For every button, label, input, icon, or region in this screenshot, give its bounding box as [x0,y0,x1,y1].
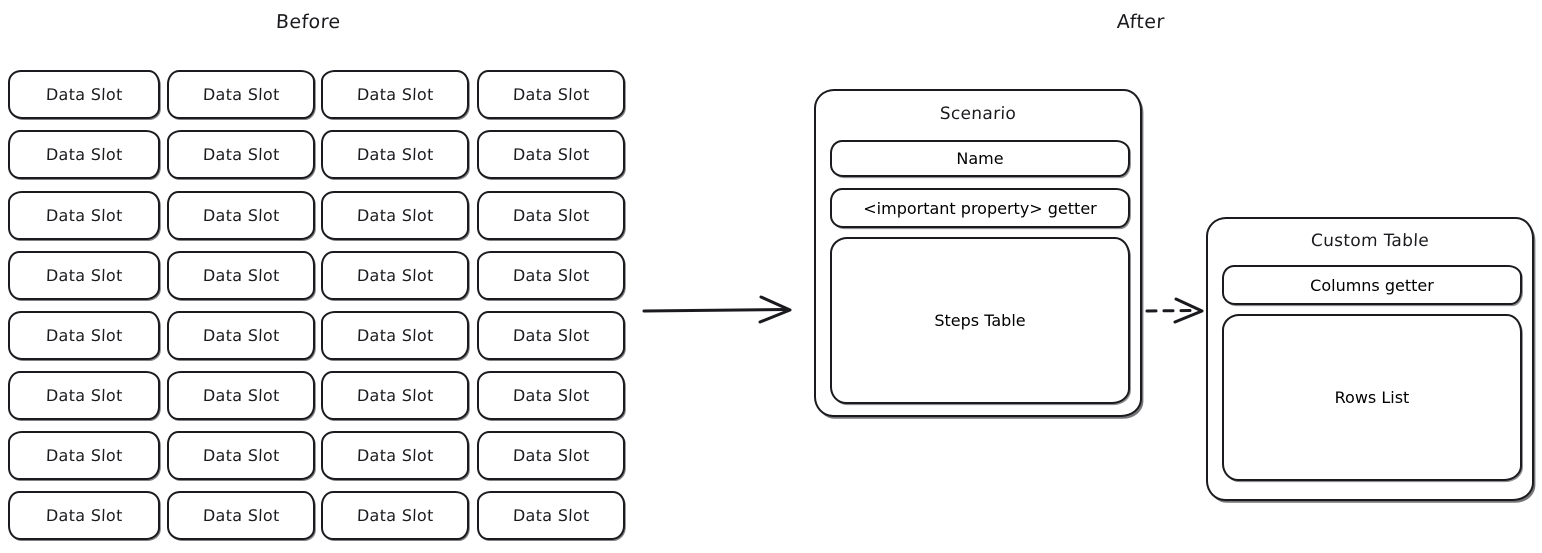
data-slot-cell[interactable]: Data Slot [167,130,315,179]
data-slot-cell[interactable]: Data Slot [321,191,469,240]
data-slot-cell-label: Data Slot [356,85,434,104]
data-slot-cell[interactable]: Data Slot [167,251,315,300]
data-slot-cell-label: Data Slot [45,206,123,225]
data-slot-cell-label: Data Slot [356,506,434,525]
data-slot-cell[interactable]: Data Slot [477,371,625,420]
data-slot-cell-label: Data Slot [356,326,434,345]
data-slot-cell[interactable]: Data Slot [8,431,160,480]
data-slot-cell[interactable]: Data Slot [477,431,625,480]
data-slot-cell-label: Data Slot [45,386,123,405]
data-slot-cell-label: Data Slot [202,145,280,164]
data-slot-cell-label: Data Slot [512,326,590,345]
data-slot-cell[interactable]: Data Slot [321,70,469,119]
data-slot-cell-label: Data Slot [512,145,590,164]
data-slot-cell[interactable]: Data Slot [167,191,315,240]
data-slot-cell[interactable]: Data Slot [8,191,160,240]
data-slot-cell[interactable]: Data Slot [167,431,315,480]
custom-table-field-rows-list[interactable]: Rows List [1222,314,1522,481]
data-slot-cell-label: Data Slot [45,145,123,164]
scenario-card-title: Scenario [939,104,1017,124]
data-slot-cell[interactable]: Data Slot [477,191,625,240]
data-slot-cell[interactable]: Data Slot [321,130,469,179]
data-slot-cell[interactable]: Data Slot [477,70,625,119]
data-slot-cell-label: Data Slot [356,266,434,285]
data-slot-cell[interactable]: Data Slot [321,311,469,360]
custom-table-field-rows-list-label: Rows List [1334,388,1410,407]
data-slot-cell-label: Data Slot [512,386,590,405]
data-slot-cell[interactable]: Data Slot [167,371,315,420]
data-slot-cell-label: Data Slot [202,386,280,405]
data-slot-cell-label: Data Slot [202,206,280,225]
data-slot-cell[interactable]: Data Slot [8,251,160,300]
data-slot-cell-label: Data Slot [202,506,280,525]
data-slot-cell[interactable]: Data Slot [321,491,469,540]
before-to-after-arrow [642,295,792,324]
data-slot-cell[interactable]: Data Slot [8,130,160,179]
data-slot-cell-label: Data Slot [356,386,434,405]
data-slot-cell-label: Data Slot [512,85,590,104]
data-slot-cell[interactable]: Data Slot [8,491,160,540]
data-slot-cell[interactable]: Data Slot [8,70,160,119]
data-slot-cell[interactable]: Data Slot [8,371,160,420]
data-slot-cell[interactable]: Data Slot [321,371,469,420]
section-caption-before: Before [275,11,342,33]
data-slot-cell[interactable]: Data Slot [477,491,625,540]
custom-table-card[interactable]: Custom Table Columns getter Rows List [1206,217,1534,501]
data-slot-cell-label: Data Slot [45,266,123,285]
data-slot-cell-label: Data Slot [512,266,590,285]
data-slot-cell-label: Data Slot [45,446,123,465]
data-slot-cell-label: Data Slot [356,206,434,225]
scenario-field-name-label: Name [956,149,1004,168]
data-slot-cell[interactable]: Data Slot [477,130,625,179]
section-caption-after: After [1116,11,1166,33]
data-slot-cell-label: Data Slot [45,326,123,345]
data-slot-cell[interactable]: Data Slot [167,70,315,119]
custom-table-field-columns-getter-label: Columns getter [1310,275,1434,295]
data-slot-cell-label: Data Slot [202,326,280,345]
data-slot-cell-label: Data Slot [512,446,590,465]
data-slot-cell[interactable]: Data Slot [321,431,469,480]
steps-table-to-custom-table-arrow [1145,297,1204,324]
data-slot-cell[interactable]: Data Slot [477,251,625,300]
data-slot-cell-label: Data Slot [45,506,123,525]
scenario-field-important-property-getter-label: <important property> getter [863,198,1097,218]
data-slot-cell-label: Data Slot [202,85,280,104]
data-slot-cell-label: Data Slot [45,85,123,104]
custom-table-field-columns-getter[interactable]: Columns getter [1222,265,1522,305]
scenario-field-important-property-getter[interactable]: <important property> getter [830,188,1130,228]
data-slot-cell[interactable]: Data Slot [167,311,315,360]
custom-table-card-title: Custom Table [1310,231,1430,251]
scenario-field-steps-table[interactable]: Steps Table [830,237,1130,404]
data-slot-cell[interactable]: Data Slot [167,491,315,540]
data-slot-cell-label: Data Slot [356,145,434,164]
data-slot-cell-label: Data Slot [356,446,434,465]
data-slot-cell[interactable]: Data Slot [8,311,160,360]
data-slot-cell[interactable]: Data Slot [321,251,469,300]
data-slot-cell-label: Data Slot [202,266,280,285]
scenario-card[interactable]: Scenario Name <important property> gette… [814,89,1142,417]
scenario-field-steps-table-label: Steps Table [934,311,1026,330]
data-slot-cell-label: Data Slot [512,206,590,225]
data-slot-cell[interactable]: Data Slot [477,311,625,360]
scenario-field-name[interactable]: Name [830,140,1130,177]
data-slot-cell-label: Data Slot [202,446,280,465]
data-slot-cell-label: Data Slot [512,506,590,525]
